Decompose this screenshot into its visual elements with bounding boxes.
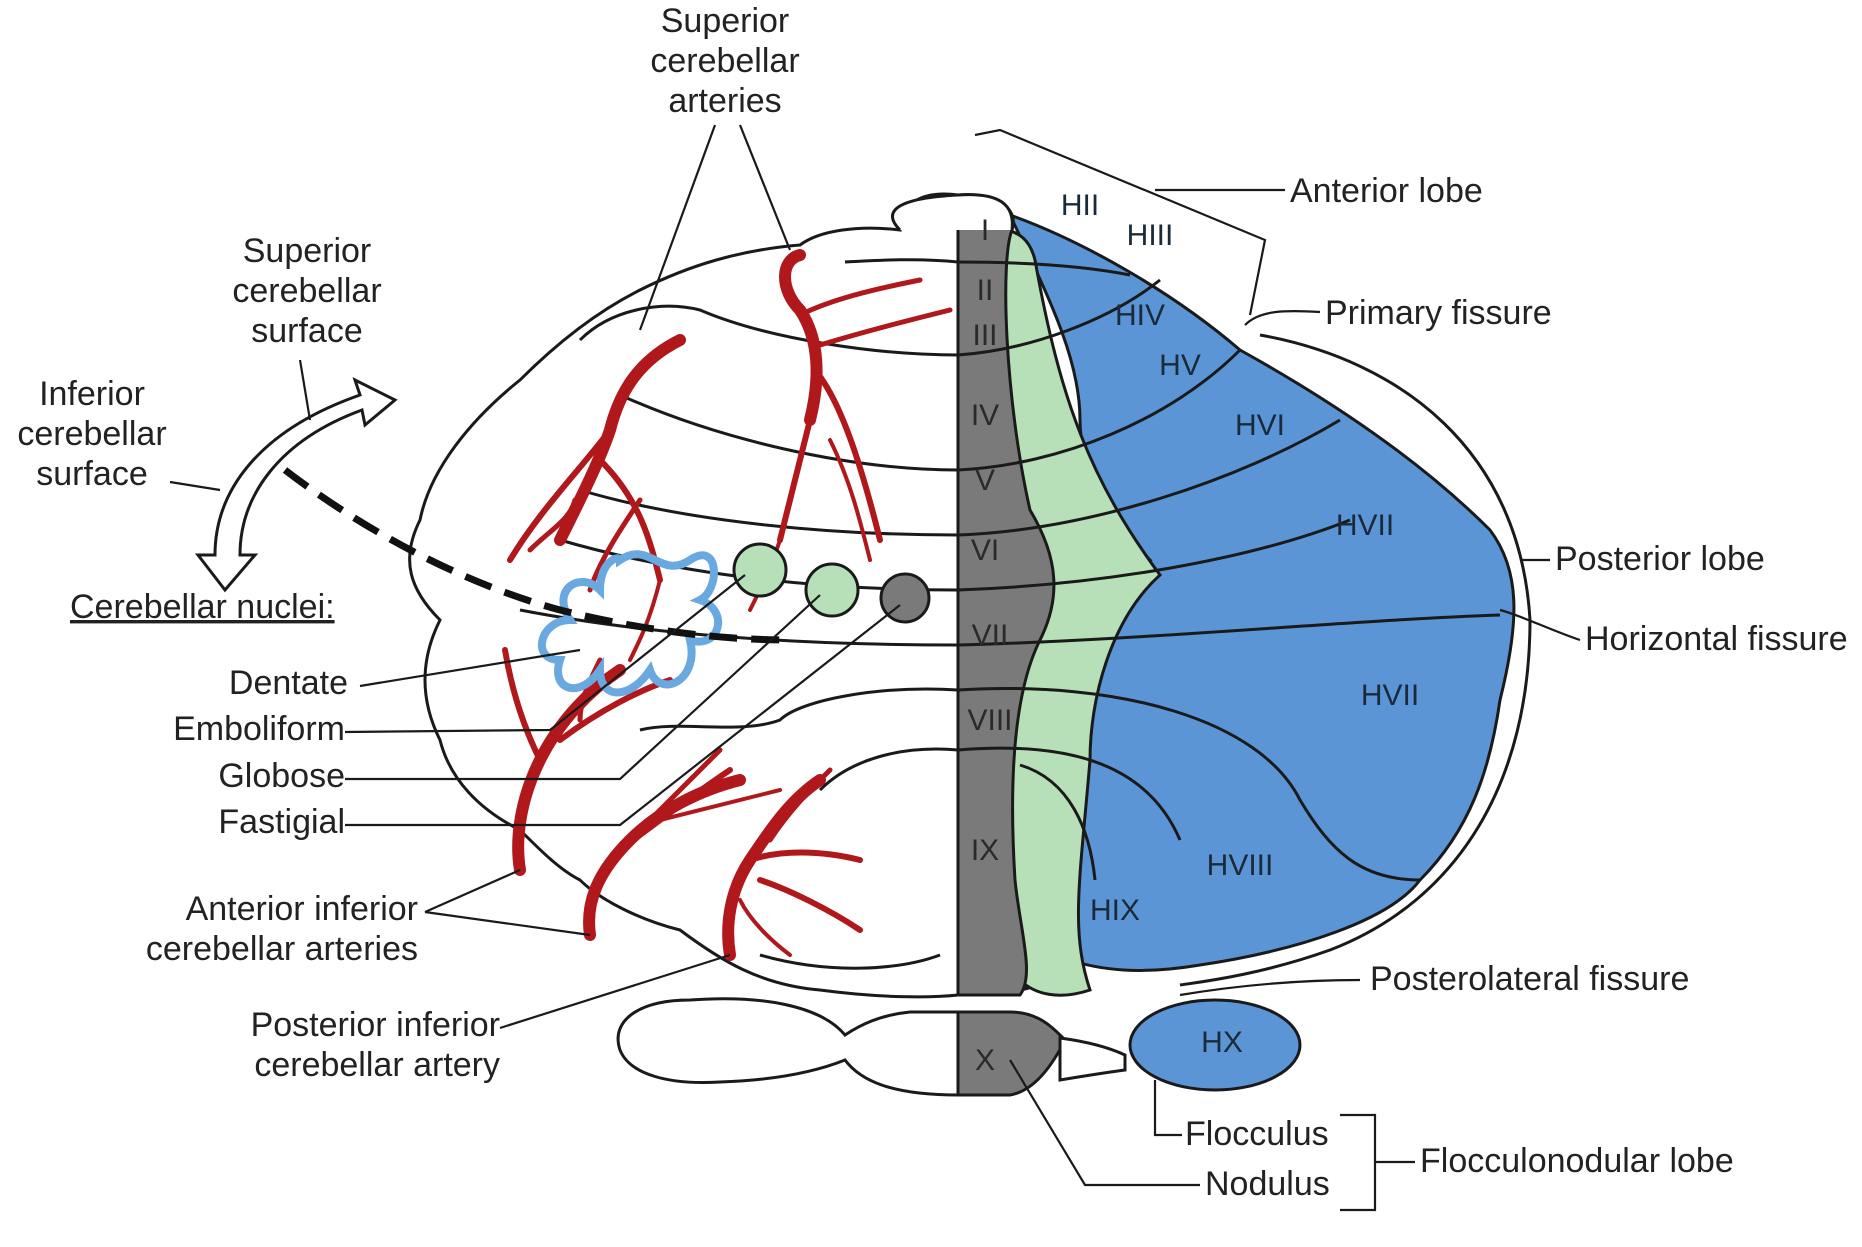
vermis-label-II: II [977, 274, 994, 307]
hemisphere-label-HVIII: HVIII [1207, 849, 1274, 882]
vermis-label-X: X [975, 1044, 995, 1077]
label-nuclei-heading: Cerebellar nuclei: [70, 588, 335, 626]
fold-line [957, 278, 1161, 357]
label-dentate: Dentate [229, 664, 348, 702]
label-superior-arteries-3: arteries [668, 82, 781, 120]
hemisphere-label-HV: HV [1159, 349, 1201, 382]
label-posterolateral-fissure: Posterolateral fissure [1370, 960, 1689, 998]
label-fastigial: Fastigial [218, 803, 345, 841]
fold-line [957, 418, 1341, 537]
vermis-grey-region [956, 193, 1056, 997]
hemisphere-label-HVII-upper: HVII [1336, 509, 1394, 542]
fold-line [1019, 763, 1097, 881]
label-nodulus: Nodulus [1205, 1165, 1330, 1203]
fold-line [579, 488, 959, 537]
anterior-inferior-cerebellar-arteries [502, 647, 782, 941]
hemisphere-label-HVI: HVI [1235, 409, 1285, 442]
left-hemisphere [408, 192, 1014, 1097]
label-superior-arteries-1: Superior [661, 2, 790, 40]
label-globose: Globose [218, 757, 345, 795]
fold-line [957, 260, 1131, 277]
label-horizontal-fissure: Horizontal fissure [1585, 620, 1848, 658]
top-cap [891, 193, 1014, 232]
vermis-label-I: I [981, 214, 989, 247]
horizontal-fissure-line [957, 613, 1501, 647]
fold-line [818, 747, 959, 792]
label-superior-surface-1: Superior [243, 232, 372, 270]
label-primary-fissure: Primary fissure [1325, 294, 1552, 332]
fold-line [844, 258, 959, 264]
hemisphere-label-HIV: HIV [1115, 299, 1165, 332]
label-superior-surface-3: surface [251, 312, 363, 350]
label-posterior-inferior-1: Posterior inferior [251, 1006, 500, 1044]
label-posterior-lobe: Posterior lobe [1555, 540, 1765, 578]
hemisphere-label-HVII-lower: HVII [1361, 679, 1419, 712]
flocculus-shape [1128, 998, 1302, 1092]
label-anterior-inferior-2: cerebellar arteries [146, 930, 418, 968]
label-inferior-surface-3: surface [36, 455, 148, 493]
surface-curved-arrow [194, 377, 398, 593]
hemisphere-lobule-labels: HII HIII HIV HV HVI HVII HVII HVIII HIX … [1061, 189, 1419, 1059]
label-flocculus: Flocculus [1185, 1115, 1329, 1153]
hemisphere-label-HIX: HIX [1090, 894, 1140, 927]
fold-line [957, 518, 1351, 592]
vermis-label-VI: VI [971, 534, 999, 567]
left-flocculonodular [616, 997, 960, 1097]
posterior-inferior-cerebellar-artery [722, 767, 863, 961]
vermis-label-IV: IV [971, 399, 999, 432]
vermis-label-VII: VII [972, 619, 1009, 652]
label-inferior-surface-2: cerebellar [17, 415, 166, 453]
primary-fissure-line [957, 348, 1242, 472]
leader-lines [169, 124, 1581, 1212]
label-superior-surface-2: cerebellar [232, 272, 381, 310]
vermis-label-IX: IX [971, 834, 999, 867]
label-inferior-surface-1: Inferior [39, 375, 145, 413]
dentate-nucleus-outline [538, 550, 722, 697]
left-labels: Superior cerebellar arteries Superior ce… [17, 2, 799, 1084]
label-emboliform: Emboliform [173, 710, 345, 748]
cerebellar-nuclei [282, 467, 931, 697]
vermis-lobule-labels: I II III IV V VI VII VIII IX X [967, 214, 1012, 1077]
emboliform-nucleus [732, 542, 788, 598]
globose-nucleus [804, 562, 860, 618]
right-hemisphere [956, 193, 1532, 1097]
right-labels: Anterior lobe Primary fissure Posterior … [1185, 172, 1848, 1203]
label-superior-arteries-2: cerebellar [650, 42, 799, 80]
left-hemisphere-outline [408, 192, 960, 999]
label-posterior-inferior-2: cerebellar artery [254, 1046, 500, 1084]
fold-line [759, 953, 941, 970]
vermis-label-V: V [975, 464, 995, 497]
surface-divider-dashed [282, 467, 791, 644]
hemisphere-label-HX: HX [1201, 1026, 1243, 1059]
hemisphere-label-HII: HII [1061, 189, 1099, 222]
label-anterior-inferior-1: Anterior inferior [186, 890, 418, 928]
label-anterior-lobe: Anterior lobe [1290, 172, 1483, 210]
fold-line [957, 686, 1421, 882]
vermis-label-VIII: VIII [967, 704, 1012, 737]
label-flocculonodular-lobe: Flocculonodular lobe [1420, 1142, 1734, 1180]
vermis-label-III: III [972, 319, 997, 352]
fold-line [639, 687, 959, 732]
fold-line [578, 304, 959, 357]
posterior-lobe-boundary [1179, 333, 1532, 987]
nodulus-stalk [1058, 1036, 1127, 1082]
hemisphere-label-HIII: HIII [1127, 219, 1174, 252]
fold-line [619, 393, 959, 472]
fold-line [957, 746, 1182, 841]
